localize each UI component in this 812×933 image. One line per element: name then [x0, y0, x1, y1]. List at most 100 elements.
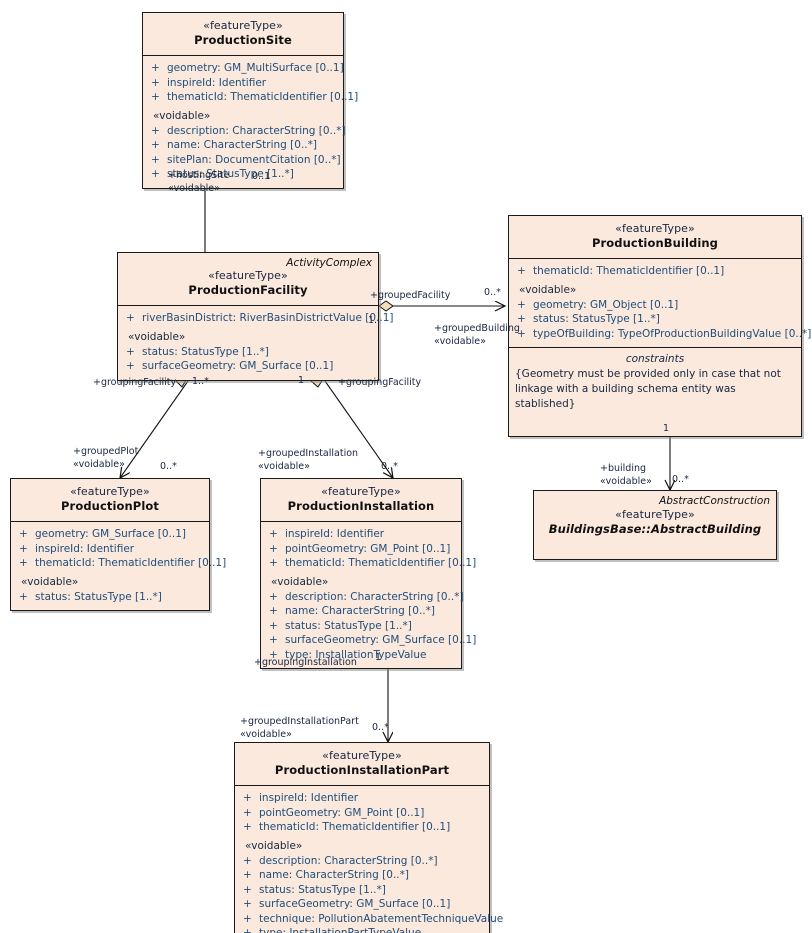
attribute-row: + inspireId: Identifier [261, 527, 461, 542]
visibility-marker: + [151, 153, 160, 166]
attribute-row: + surfaceGeometry: GM_Surface [0..1] [235, 897, 489, 912]
attribute-compartment: + inspireId: Identifier + pointGeometry:… [261, 522, 476, 668]
association-role: +hostingSite [168, 170, 230, 181]
attribute-row: + typeOfBuilding: TypeOfProductionBuildi… [509, 327, 811, 342]
attribute-signature: thematicId: ThematicIdentifier [0..1] [285, 557, 477, 569]
visibility-marker: + [243, 912, 252, 925]
attribute-row: + status: StatusType [1..*] [235, 883, 489, 898]
association-role: +groupedBuilding [434, 323, 520, 334]
constraints-text: {Geometry must be provided only in case … [515, 368, 781, 410]
attribute-row: + thematicId: ThematicIdentifier [0..1] [143, 90, 358, 105]
constraints-compartment: constraints {Geometry must be provided o… [509, 347, 801, 436]
attribute-signature: status: StatusType [1..*] [533, 313, 660, 325]
class-header: AbstractConstruction «featureType» Build… [534, 491, 776, 544]
visibility-marker: + [19, 557, 28, 569]
attribute-signature: inspireId: Identifier [35, 542, 135, 555]
visibility-marker: + [243, 792, 252, 804]
visibility-marker: + [517, 298, 526, 311]
edge-label-grouped-building-multiplicity: 0..* [484, 287, 501, 298]
association-voidable: «voidable» [73, 458, 125, 470]
class-box-production-installation[interactable]: «featureType» ProductionInstallation + i… [260, 478, 476, 669]
attribute-row: + type: InstallationTypeValue [261, 648, 461, 663]
visibility-marker: + [269, 634, 278, 646]
edge-label-grouping-facility-right: +groupingFacility [338, 377, 422, 388]
attribute-compartment: + riverBasinDistrict: RiverBasinDistrict… [118, 306, 394, 380]
attribute-row: + status: StatusType [1..*] [509, 312, 801, 327]
attribute-row: + thematicId: ThematicIdentifier [0..1] [509, 264, 801, 279]
attribute-row: + description: CharacterString [0..*] [261, 590, 464, 605]
visibility-marker: + [243, 806, 252, 819]
visibility-marker: + [269, 648, 278, 661]
edge-label-grouping-installation-multiplicity: 1 [375, 652, 382, 663]
visibility-marker: + [126, 360, 135, 372]
class-stereotype: «featureType» [70, 485, 150, 498]
visibility-marker: + [269, 590, 278, 603]
class-box-abstract-building[interactable]: AbstractConstruction «featureType» Build… [533, 490, 777, 560]
attribute-row: + thematicId: ThematicIdentifier [0..1] [235, 820, 489, 835]
class-supertype: AbstractConstruction [659, 495, 770, 507]
attribute-row: + geometry: GM_Object [0..1] [509, 298, 801, 313]
attribute-row: + description: CharacterString [0..*] [235, 854, 489, 869]
visibility-marker: + [243, 821, 252, 833]
attribute-signature: thematicId: ThematicIdentifier [0..1] [35, 557, 227, 569]
class-header: «featureType» ProductionInstallationPart [235, 743, 489, 786]
class-stereotype: «featureType» [615, 508, 695, 521]
class-name: ProductionInstallationPart [274, 763, 450, 777]
attribute-signature: technique: PollutionAbatementTechniqueVa… [259, 912, 504, 925]
visibility-marker: + [243, 898, 252, 910]
attribute-row: + name: CharacterString [0..*] [235, 868, 489, 883]
visibility-marker: + [151, 62, 160, 74]
attribute-signature: thematicId: ThematicIdentifier [0..1] [533, 265, 725, 277]
attribute-row: + riverBasinDistrict: RiverBasinDistrict… [118, 311, 394, 326]
association-voidable: «voidable» [434, 335, 486, 347]
visibility-marker: + [126, 345, 135, 358]
class-stereotype: «featureType» [322, 749, 402, 762]
visibility-marker: + [151, 139, 160, 151]
class-box-production-site[interactable]: «featureType» ProductionSite + geometry:… [142, 12, 358, 189]
attribute-signature: name: CharacterString [0..*] [167, 139, 317, 151]
attribute-signature: type: InstallationPartTypeValue [259, 927, 422, 933]
association-voidable: «voidable» [240, 728, 292, 740]
class-header: «featureType» ProductionSite [143, 13, 343, 56]
attribute-signature: inspireId: Identifier [259, 792, 359, 804]
attribute-signature: surfaceGeometry: GM_Surface [0..1] [259, 898, 451, 910]
attribute-row: + status: StatusType [1..*] [118, 345, 378, 360]
attribute-compartment: + geometry: GM_Surface [0..1] + inspireI… [11, 522, 226, 610]
visibility-marker: + [151, 168, 160, 180]
class-header: «featureType» ProductionPlot [11, 479, 209, 522]
class-box-production-plot[interactable]: «featureType» ProductionPlot + geometry:… [10, 478, 226, 611]
attribute-signature: thematicId: ThematicIdentifier [0..1] [259, 821, 451, 833]
edge-label-grouped-facility: +groupedFacility [370, 290, 451, 301]
visibility-marker: + [243, 883, 252, 896]
visibility-marker: + [517, 265, 526, 277]
attribute-signature: surfaceGeometry: GM_Surface [0..1] [142, 360, 334, 372]
class-supertype: ActivityComplex [286, 257, 372, 269]
visibility-marker: + [517, 313, 526, 325]
aggregation-diamond-grouped-facility [378, 300, 394, 312]
class-stereotype: «featureType» [615, 222, 695, 235]
attribute-row: + technique: PollutionAbatementTechnique… [235, 912, 503, 927]
voidable-group-label: «voidable» [271, 575, 329, 588]
class-box-production-installation-part[interactable]: «featureType» ProductionInstallationPart… [234, 742, 503, 933]
class-box-production-building[interactable]: «featureType» ProductionBuilding + thema… [508, 215, 811, 437]
edge-label-grouped-plot: +groupedPlot «voidable» [73, 446, 138, 471]
attribute-row: + name: CharacterString [0..*] [261, 604, 461, 619]
visibility-marker: + [269, 528, 278, 540]
class-box-production-facility[interactable]: ActivityComplex «featureType» Production… [117, 252, 394, 381]
attribute-signature: geometry: GM_Surface [0..1] [35, 528, 187, 540]
association-role: +groupedPlot [73, 446, 139, 457]
edge-label-hosting-site-multiplicity: 0..1 [252, 171, 271, 182]
class-name: ProductionSite [194, 33, 292, 47]
voidable-group-label: «voidable» [245, 839, 303, 852]
visibility-marker: + [269, 605, 278, 617]
visibility-marker: + [19, 528, 28, 540]
attribute-row: + inspireId: Identifier [143, 76, 343, 91]
association-role: +groupedInstallationPart [240, 716, 359, 727]
visibility-marker: + [269, 557, 278, 569]
attribute-signature: name: CharacterString [0..*] [259, 869, 409, 881]
voidable-group-label: «voidable» [153, 109, 211, 122]
edge-label-grouping-facility-right-multiplicity: 1 [298, 375, 305, 386]
edge-label-grouping-facility-left: +groupingFacility [93, 377, 177, 388]
class-header: «featureType» ProductionBuilding [509, 216, 801, 259]
attribute-row: + thematicId: ThematicIdentifier [0..1] [11, 556, 226, 571]
